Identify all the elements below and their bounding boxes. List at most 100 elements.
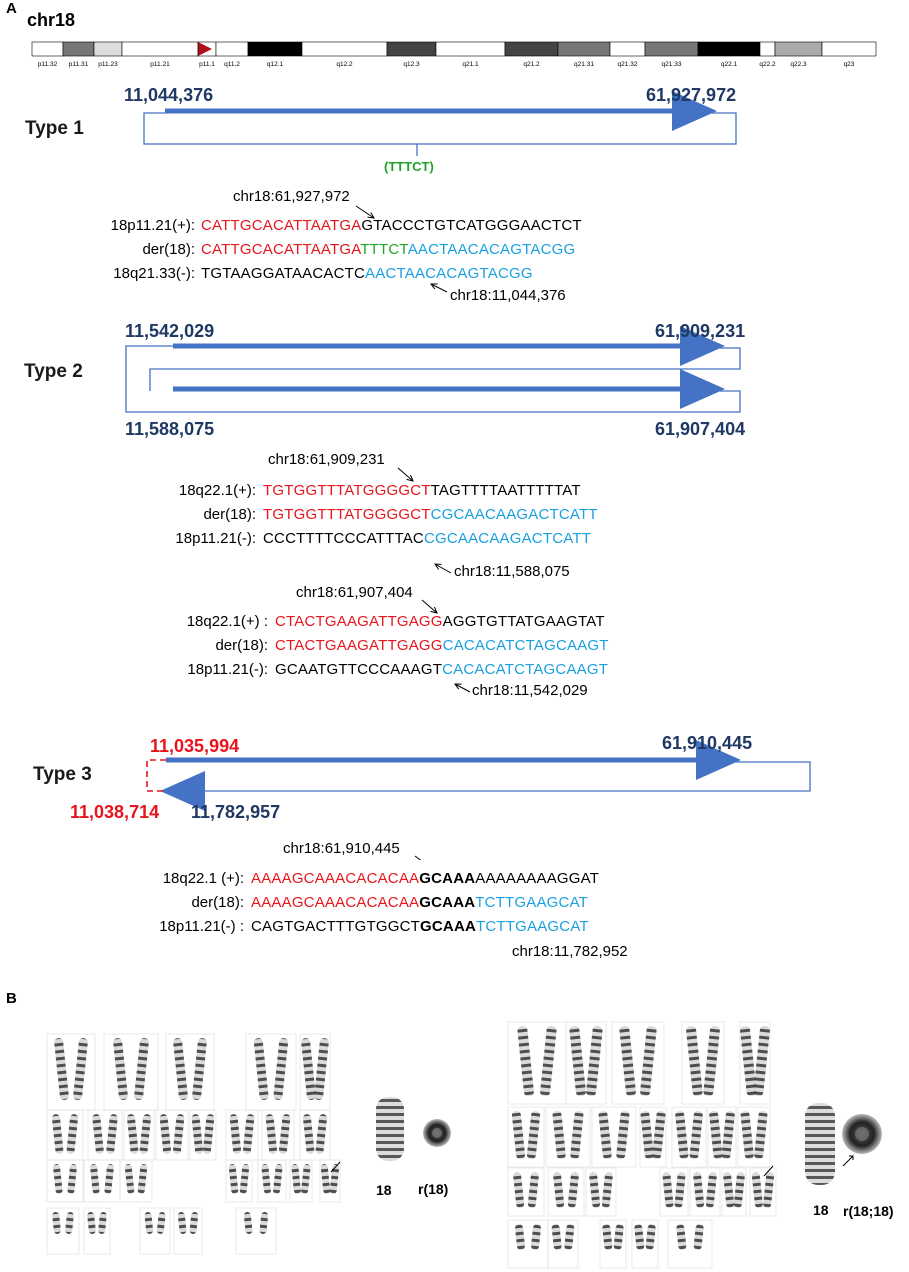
chromosome-image bbox=[273, 1038, 289, 1100]
chromosome-image bbox=[567, 1172, 579, 1208]
chromosome-image bbox=[67, 1164, 77, 1194]
type2-bottom-left-coordinate: 11,588,075 bbox=[125, 419, 215, 439]
sequence-segment: TCTTGAAGCAT bbox=[475, 894, 589, 911]
karyotype-cell bbox=[639, 1106, 667, 1168]
chromosome-title: chr18 bbox=[27, 10, 76, 30]
karyotype-cell bbox=[46, 1159, 84, 1203]
chromosome-image bbox=[527, 1172, 539, 1208]
ring-pointer-arrow bbox=[763, 1165, 774, 1177]
karyotype-cell bbox=[545, 1106, 591, 1168]
chromosome-image bbox=[191, 1114, 204, 1154]
sequence-row: GCAATGTTCCCAAAGTCACACATCTAGCAAGT bbox=[275, 661, 608, 678]
sequence-row-label: der(18): bbox=[142, 241, 195, 258]
sequence-segment: AAAAGCAAACACACAA bbox=[251, 870, 420, 887]
chromosome-image bbox=[723, 1172, 735, 1208]
type2-bottom-right-coordinate: 61,907,404 bbox=[655, 419, 746, 439]
type2-diagram bbox=[125, 326, 741, 413]
chromosome-image bbox=[104, 1164, 114, 1194]
sequence-segment: CTACTGAAGATTGAGG bbox=[275, 637, 443, 654]
chromosome-image bbox=[228, 1164, 239, 1194]
chromosome-image bbox=[98, 1212, 107, 1234]
chromosome-image bbox=[173, 1038, 188, 1100]
sequence-segment: GCAAA bbox=[419, 894, 476, 911]
chromosome-image bbox=[73, 1038, 88, 1100]
sequence-segment: AACTAACACAGTACGG bbox=[365, 265, 533, 282]
sequence-segment: CGCAACAAGACTCATT bbox=[430, 506, 598, 523]
karyotype-cell bbox=[165, 1033, 215, 1111]
type1-insertion: (TTTCT) bbox=[384, 159, 434, 174]
chromosome-image bbox=[314, 1038, 329, 1100]
chromosome-image bbox=[763, 1172, 775, 1208]
type2-top-left-coordinate: 11,542,029 bbox=[125, 321, 215, 341]
sequence-row-label: der(18): bbox=[191, 894, 244, 911]
chromosome-image bbox=[586, 1026, 603, 1096]
type3-label: Type 3 bbox=[33, 764, 92, 785]
sequence-segment: TGTGGTTTATGGGGCT bbox=[263, 482, 431, 499]
type1-end-coordinate: 61,927,972 bbox=[646, 85, 737, 105]
chromosome-image bbox=[721, 1111, 735, 1159]
type2-label: Type 2 bbox=[24, 361, 83, 382]
karyotype-cell bbox=[299, 1109, 331, 1161]
type2-block2-junction-label: chr18:61,907,404 bbox=[296, 584, 413, 601]
chromosome-image bbox=[703, 1026, 720, 1096]
type1-breakpoint-label: chr18:11,044,376 bbox=[450, 287, 566, 304]
chromosome-image bbox=[740, 1026, 757, 1096]
karyotype-cell bbox=[671, 1106, 707, 1168]
chromosome-image bbox=[329, 1164, 340, 1194]
karyotype-cell bbox=[707, 1106, 737, 1168]
chromosome-image bbox=[53, 1164, 63, 1194]
band-label: q12.3 bbox=[403, 61, 420, 68]
karyotype-cell bbox=[46, 1207, 80, 1255]
type3-red-top-coordinate: 11,035,994 bbox=[150, 736, 240, 756]
sequence-segment: CGCAACAAGACTCATT bbox=[423, 530, 592, 547]
karyotype-cell bbox=[155, 1109, 189, 1161]
chromosome-image bbox=[113, 1038, 128, 1100]
band-label: q12.1 bbox=[267, 61, 284, 68]
sequence-segment: CATTGCACATTAATGA bbox=[201, 217, 362, 234]
chromosome-image bbox=[189, 1212, 199, 1234]
type1-label: Type 1 bbox=[25, 118, 84, 139]
karyotype-cell bbox=[507, 1167, 545, 1217]
karyotype-cell bbox=[739, 1021, 771, 1105]
chromosome-image bbox=[259, 1212, 269, 1234]
chromosome-image bbox=[52, 1212, 61, 1234]
sequence-segment: CACACATCTAGCAAGT bbox=[442, 637, 609, 654]
chromosome-image bbox=[526, 1111, 541, 1159]
sequence-segment: TGTAAGGATAACACTC bbox=[201, 265, 366, 282]
chromosome-image bbox=[733, 1172, 745, 1208]
chromosome-image bbox=[598, 1111, 612, 1159]
type1-start-coordinate: 11,044,376 bbox=[124, 85, 214, 105]
type2-block2-breakpoint-label: chr18:11,542,029 bbox=[472, 682, 588, 699]
karyotype-cell bbox=[689, 1167, 721, 1217]
sequence-row-label: 18q22.1(+): bbox=[178, 482, 256, 499]
sequence-row-label: 18p11.21(-) : bbox=[159, 918, 244, 935]
sequence-row-label: 18p11.21(-): bbox=[187, 661, 268, 678]
type3-bottom-blue-coordinate: 11,782,957 bbox=[191, 802, 281, 822]
chromosome-image bbox=[126, 1114, 139, 1154]
chromosome-image bbox=[675, 1111, 689, 1159]
sequence-segment: CTACTGAAGATTGAGG bbox=[275, 613, 443, 630]
chromosome-image bbox=[106, 1114, 118, 1154]
chromosome-image bbox=[515, 1224, 525, 1250]
sequence-segment: GTACCCTGTCATGGGAACTCT bbox=[361, 217, 582, 234]
chromosome-image bbox=[709, 1111, 723, 1159]
chromosome-image bbox=[242, 1114, 255, 1154]
type3-breakpoint-label: chr18:11,782,952 bbox=[512, 943, 628, 960]
chromosome-image bbox=[552, 1111, 566, 1159]
band-label: p11.31 bbox=[69, 61, 89, 68]
karyotype-cell bbox=[667, 1219, 713, 1269]
chromosome-image bbox=[740, 1111, 754, 1159]
karyotype-cell bbox=[225, 1159, 253, 1203]
karyotype-cell bbox=[547, 1219, 579, 1269]
chromosome-image bbox=[531, 1224, 541, 1250]
chromosome-image bbox=[616, 1111, 630, 1159]
band-label: p11.32 bbox=[38, 61, 58, 68]
chromosome-image bbox=[139, 1114, 152, 1154]
left-normal-chr18-label: 18 bbox=[376, 1182, 392, 1198]
sequence-segment: TAGTTTTAATTTTTAT bbox=[430, 482, 581, 499]
band-label: p11.1 bbox=[199, 61, 215, 68]
chromosome-image bbox=[54, 1038, 69, 1100]
band-label: q22.2 bbox=[759, 61, 776, 68]
chromosome-image bbox=[278, 1114, 291, 1154]
type1-junction-label: chr18:61,927,972 bbox=[233, 188, 350, 205]
